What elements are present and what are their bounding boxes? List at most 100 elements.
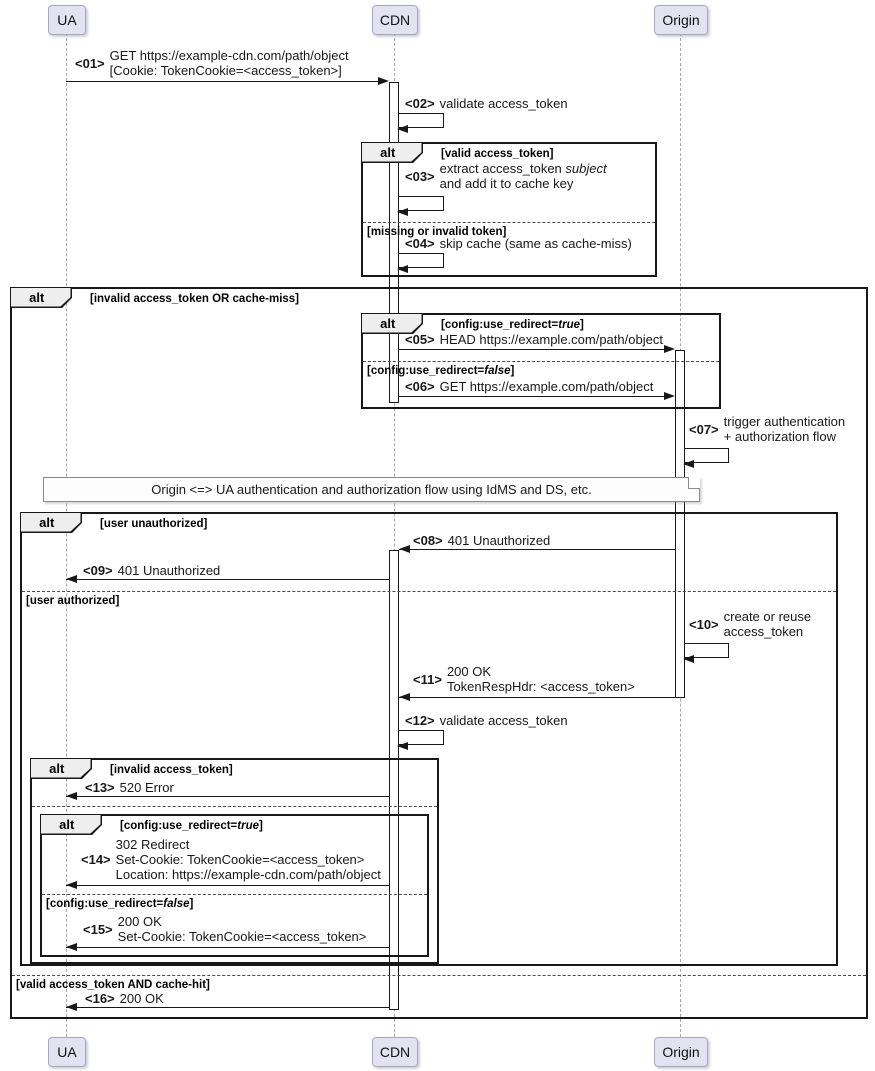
frame-redirect-fetch-divider-guard: [config:use_redirect=false] (367, 365, 515, 377)
frame-token-check: alt [valid access_token] [missing or inv… (361, 142, 657, 277)
frame-auth-result-label: alt (20, 512, 82, 533)
frame-redirect-response-label: alt (40, 814, 102, 835)
frame-outer-label: alt (10, 287, 72, 308)
participant-ua-bottom: UA (48, 1037, 86, 1067)
message-14-arrowhead-icon (66, 881, 77, 889)
frame-keyword: alt (29, 289, 45, 305)
message-16-arrow (66, 1007, 389, 1008)
frame-keyword: alt (380, 315, 396, 331)
activation-cdn-2 (389, 550, 399, 1010)
note-fold-icon (688, 477, 700, 489)
message-13-label: <13> 520 Error (85, 780, 174, 795)
message-04-label: <04> skip cache (same as cache-miss) (405, 236, 632, 251)
message-12-label: <12> validate access_token (405, 713, 568, 728)
frame-outer: alt [invalid access_token OR cache-miss]… (10, 287, 868, 1019)
frame-keyword: alt (59, 816, 75, 832)
frame-outer-guard: [invalid access_token OR cache-miss] (90, 293, 300, 305)
message-05-label: <05> HEAD https://example.com/path/objec… (405, 332, 663, 347)
frame-token-check-divider-guard: [missing or invalid token] (367, 226, 507, 238)
message-11-arrow (399, 697, 675, 698)
frame-keyword: alt (380, 144, 396, 160)
message-15-arrow (66, 947, 389, 948)
message-04-self-arrow (397, 253, 444, 273)
frame-redirect-fetch-divider (363, 361, 719, 362)
message-15-arrowhead-icon (66, 943, 77, 951)
message-03-self-arrow (397, 196, 444, 216)
frame-redirect-fetch: alt [config:use_redirect=true] [config:u… (361, 313, 721, 409)
note-auth-flow: Origin <=> UA authentication and authori… (43, 477, 700, 502)
participant-origin-top: Origin (654, 5, 708, 35)
message-08-label: <08> 401 Unauthorized (413, 533, 551, 548)
activation-origin (675, 350, 685, 698)
activation-cdn-1 (389, 82, 399, 403)
message-04-arrowhead-icon (397, 265, 408, 273)
frame-outer-divider-guard: [valid access_token AND cache-hit] (16, 979, 210, 991)
message-02-arrowhead-icon (397, 125, 408, 133)
message-10-arrowhead-icon (683, 655, 694, 663)
frame-token-check-guard: [valid access_token] (441, 148, 554, 160)
message-16-arrowhead-icon (66, 1003, 77, 1011)
message-02-label: <02> validate access_token (405, 96, 568, 111)
message-08-arrowhead-icon (399, 545, 410, 553)
message-06-arrowhead-icon (664, 392, 675, 400)
lifeline-cdn (394, 33, 395, 1037)
frame-redirect-response: alt [config:use_redirect=true] [config:u… (40, 814, 429, 957)
frame-keyword: alt (39, 514, 55, 530)
message-09-arrow (66, 579, 389, 580)
participant-origin-label: Origin (662, 1044, 700, 1060)
message-12-self-arrow (397, 730, 444, 750)
participant-origin-label: Origin (662, 12, 700, 28)
message-02-self-arrow (397, 113, 444, 133)
frame-redirect-fetch-guard: [config:use_redirect=true] (441, 319, 584, 331)
participant-cdn-label: CDN (379, 1044, 411, 1060)
frame-token-validation-guard: [invalid access_token] (110, 764, 233, 776)
message-09-label: <09> 401 Unauthorized (83, 563, 221, 578)
message-06-arrow (399, 396, 665, 397)
message-07-label: <07> trigger authentication+ authorizati… (689, 414, 846, 444)
frame-keyword: alt (49, 760, 65, 776)
participant-ua-label: UA (57, 12, 77, 28)
message-14-arrow (66, 885, 389, 886)
frame-auth-result-divider (22, 591, 836, 592)
message-01-arrow (66, 81, 379, 82)
frame-token-check-label: alt (361, 142, 423, 163)
frame-redirect-response-divider (42, 894, 427, 895)
message-07-self-arrow (683, 448, 729, 468)
participant-cdn-bottom: CDN (372, 1037, 418, 1067)
message-11-arrowhead-icon (399, 693, 410, 701)
message-07-arrowhead-icon (683, 460, 694, 468)
message-05-arrow (399, 349, 665, 350)
message-01-label: <01> GET https://example-cdn.com/path/ob… (75, 48, 349, 78)
message-09-arrowhead-icon (66, 575, 77, 583)
note-text: Origin <=> UA authentication and authori… (151, 482, 592, 497)
message-12-arrowhead-icon (397, 742, 408, 750)
message-13-arrow (66, 796, 389, 797)
frame-outer-divider (12, 975, 866, 976)
message-03-label: <03> extract access_token subject and ad… (405, 161, 607, 191)
participant-origin-bottom: Origin (654, 1037, 708, 1067)
frame-auth-result-divider-guard: [user authorized] (26, 595, 120, 607)
lifeline-ua (66, 33, 67, 1037)
frame-redirect-fetch-label: alt (361, 313, 423, 334)
frame-token-validation: alt [invalid access_token] (30, 758, 439, 964)
message-13-arrowhead-icon (66, 792, 77, 800)
message-01-arrowhead-icon (378, 77, 389, 85)
frame-redirect-response-divider-guard: [config:use_redirect=false] (46, 898, 194, 910)
participant-ua-label: UA (57, 1044, 77, 1060)
frame-redirect-response-guard: [config:use_redirect=true] (120, 820, 263, 832)
message-05-arrowhead-icon (664, 345, 675, 353)
message-08-arrow (399, 549, 675, 550)
message-16-label: <16> 200 OK (85, 991, 164, 1006)
frame-auth-result-guard: [user unauthorized] (100, 518, 208, 530)
message-06-label: <06> GET https://example.com/path/object (405, 379, 654, 394)
frame-token-validation-label: alt (30, 758, 92, 779)
participant-cdn-label: CDN (379, 12, 411, 28)
message-10-self-arrow (683, 643, 729, 663)
message-03-arrowhead-icon (397, 208, 408, 216)
frame-auth-result: alt [user unauthorized] [user authorized… (20, 512, 838, 966)
